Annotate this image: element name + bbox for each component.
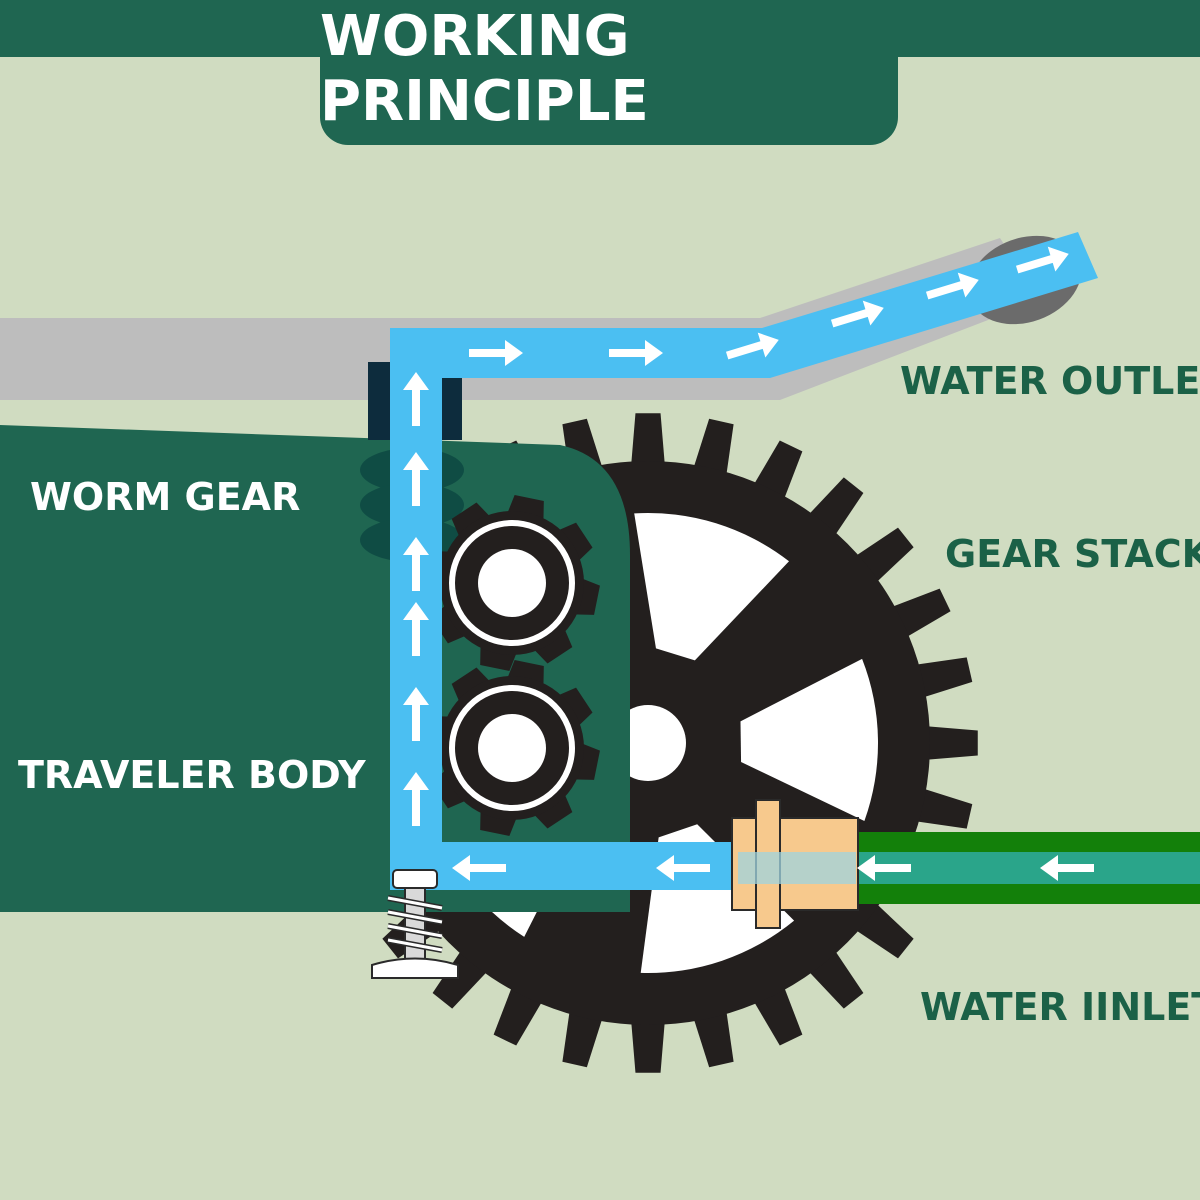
arrow-right-icon <box>469 340 523 366</box>
gear-tooth <box>917 725 978 761</box>
label-traveler-body: TRAVELER BODY <box>18 753 366 797</box>
label-gear-stack: GEAR STACK <box>945 532 1200 576</box>
arrow-up-icon <box>403 602 429 656</box>
arrow-right-icon <box>609 340 663 366</box>
arrow-up-icon <box>403 452 429 506</box>
arrow-left-icon <box>656 855 710 881</box>
arrow-up-icon <box>403 772 429 826</box>
label-water-outlet: WATER OUTLET <box>900 359 1200 403</box>
arrow-right-icon <box>830 300 884 328</box>
label-worm-gear: WORM GEAR <box>30 475 301 519</box>
gear-tooth <box>630 1012 666 1073</box>
small-gear <box>424 495 600 671</box>
inlet-pipe <box>855 832 1200 904</box>
arrow-right-icon <box>1015 246 1069 274</box>
small-gear <box>424 660 600 836</box>
page-title: WORKING PRINCIPLE <box>320 3 649 134</box>
label-water-inlet: WATER IINLET <box>920 985 1200 1029</box>
spring-shape <box>371 869 459 979</box>
arrow-left-icon <box>452 855 506 881</box>
gear-spoke-hole <box>634 513 790 661</box>
title-tab: WORKING PRINCIPLE <box>320 0 898 145</box>
arrow-right-icon <box>925 272 979 300</box>
arrow-up-icon <box>403 537 429 591</box>
arrow-left-icon <box>1040 855 1094 881</box>
gear-tooth <box>630 413 666 474</box>
small-gear-stack <box>424 495 600 836</box>
arrow-up-icon <box>403 372 429 426</box>
arrow-left-icon <box>857 855 911 881</box>
coupler-fitting <box>731 799 859 929</box>
gear-spoke-hole <box>740 658 878 821</box>
arrow-right-icon <box>725 332 779 360</box>
flow-arrows <box>403 246 1094 881</box>
arrow-up-icon <box>403 687 429 741</box>
